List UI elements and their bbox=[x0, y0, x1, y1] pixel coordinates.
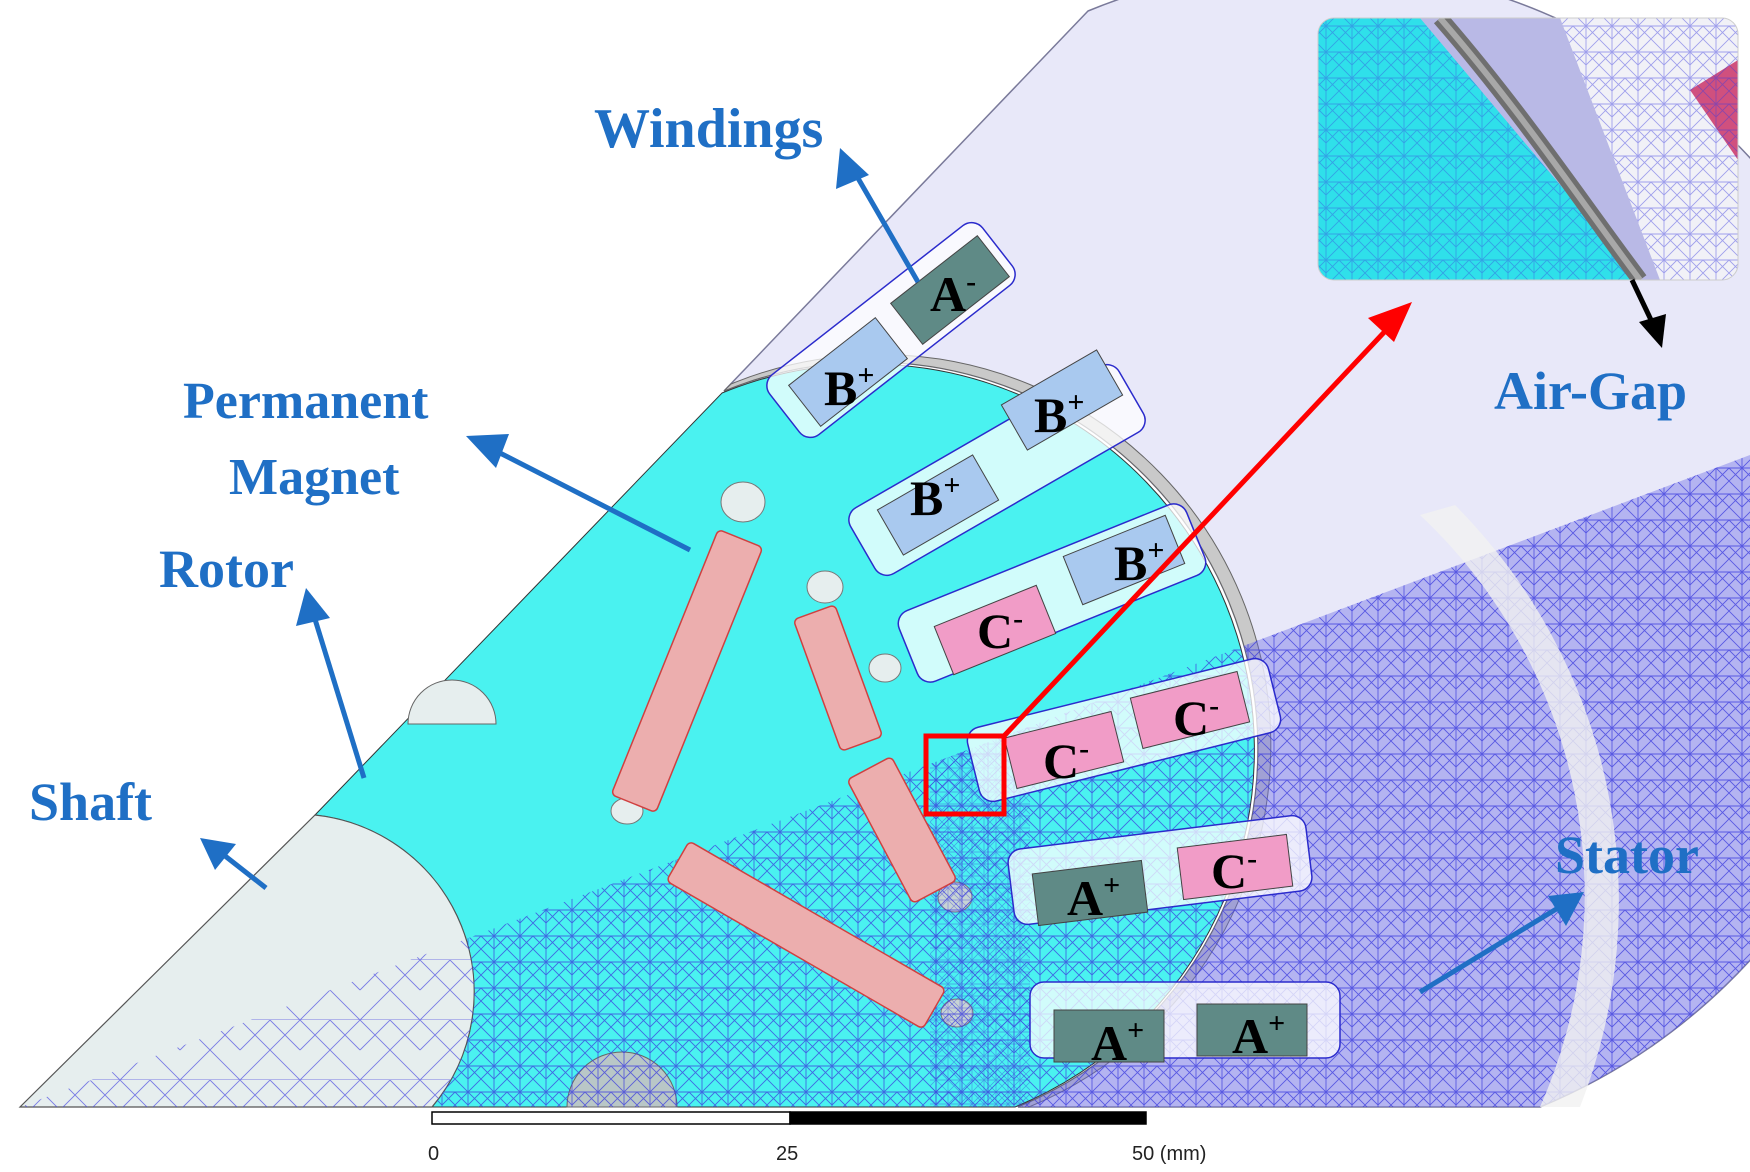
scale-tick-50: 50 (mm) bbox=[1132, 1143, 1206, 1165]
permanent-magnets bbox=[611, 530, 956, 1028]
air-gap-arrow bbox=[1629, 278, 1666, 348]
rotor-arrow bbox=[311, 615, 367, 779]
scale-tick-25: 25 bbox=[776, 1143, 798, 1165]
scale-bar: 0 25 50 (mm) bbox=[428, 1111, 1206, 1165]
stator-label: Stator bbox=[1555, 825, 1699, 885]
callout-labels: Windings Permanent Magnet Rotor Shaft St… bbox=[29, 98, 1699, 885]
winding-labels: A- B+ B+ B+ B+ C- C- C- A+ C- A+ A+ bbox=[824, 265, 1285, 1071]
windings-label: Windings bbox=[594, 98, 823, 160]
magnet bbox=[611, 530, 763, 812]
motor-geometry: A- B+ B+ B+ B+ C- C- C- A+ C- A+ A+ bbox=[18, 0, 1750, 1108]
rotor-hole bbox=[806, 570, 844, 604]
windings-arrow bbox=[852, 171, 921, 284]
stator-arrow bbox=[1418, 905, 1560, 995]
air-gap-inset bbox=[1317, 17, 1739, 281]
permanent-magnet-label-line2: Magnet bbox=[229, 449, 400, 506]
winding-label: C- bbox=[1173, 689, 1219, 746]
coil-5 bbox=[1062, 514, 1186, 606]
winding-label: B+ bbox=[1034, 386, 1084, 443]
coil-12 bbox=[1196, 1003, 1308, 1057]
rotor-label: Rotor bbox=[159, 539, 294, 599]
coil-6 bbox=[933, 584, 1057, 676]
winding-label: A+ bbox=[1091, 1014, 1144, 1071]
winding-label: B+ bbox=[824, 359, 874, 416]
zoom-region-box bbox=[923, 733, 1007, 817]
shaft-arrow bbox=[218, 850, 268, 890]
coil-9 bbox=[1031, 859, 1149, 927]
coil-11 bbox=[1053, 1009, 1165, 1063]
coil-10 bbox=[1176, 833, 1294, 901]
winding-label: A+ bbox=[1232, 1007, 1285, 1064]
coil-8 bbox=[1003, 710, 1125, 790]
permanent-magnet-label-line1: Permanent bbox=[183, 373, 429, 430]
rotor-hole bbox=[720, 481, 766, 523]
winding-label: A+ bbox=[1067, 869, 1120, 926]
rotor-hole bbox=[868, 653, 902, 683]
air-gap-label: Air-Gap bbox=[1494, 361, 1687, 421]
stator-outer-band bbox=[1420, 505, 1619, 1107]
scale-tick-0: 0 bbox=[428, 1143, 439, 1165]
coil-3 bbox=[1000, 349, 1124, 451]
winding-label: A- bbox=[930, 265, 976, 322]
callout-arrows bbox=[218, 171, 1560, 995]
winding-label: B+ bbox=[910, 469, 960, 526]
shaft-label: Shaft bbox=[29, 772, 152, 832]
winding-label: C- bbox=[1211, 842, 1257, 899]
winding-label: B+ bbox=[1114, 534, 1164, 591]
zoom-arrow bbox=[1002, 302, 1412, 738]
winding-coils bbox=[787, 234, 1308, 1063]
coil-4 bbox=[876, 454, 1000, 556]
magnet-arrow bbox=[496, 449, 692, 553]
magnet bbox=[794, 605, 882, 751]
coil-7 bbox=[1129, 670, 1251, 750]
winding-label: C- bbox=[1043, 732, 1089, 789]
coil-2 bbox=[787, 316, 909, 428]
magnet bbox=[848, 757, 956, 903]
winding-label: C- bbox=[977, 602, 1023, 659]
callout-arrowheads bbox=[200, 148, 1584, 926]
magnet bbox=[667, 842, 945, 1028]
rotor-hole bbox=[407, 679, 497, 725]
coil-1 bbox=[889, 234, 1011, 346]
